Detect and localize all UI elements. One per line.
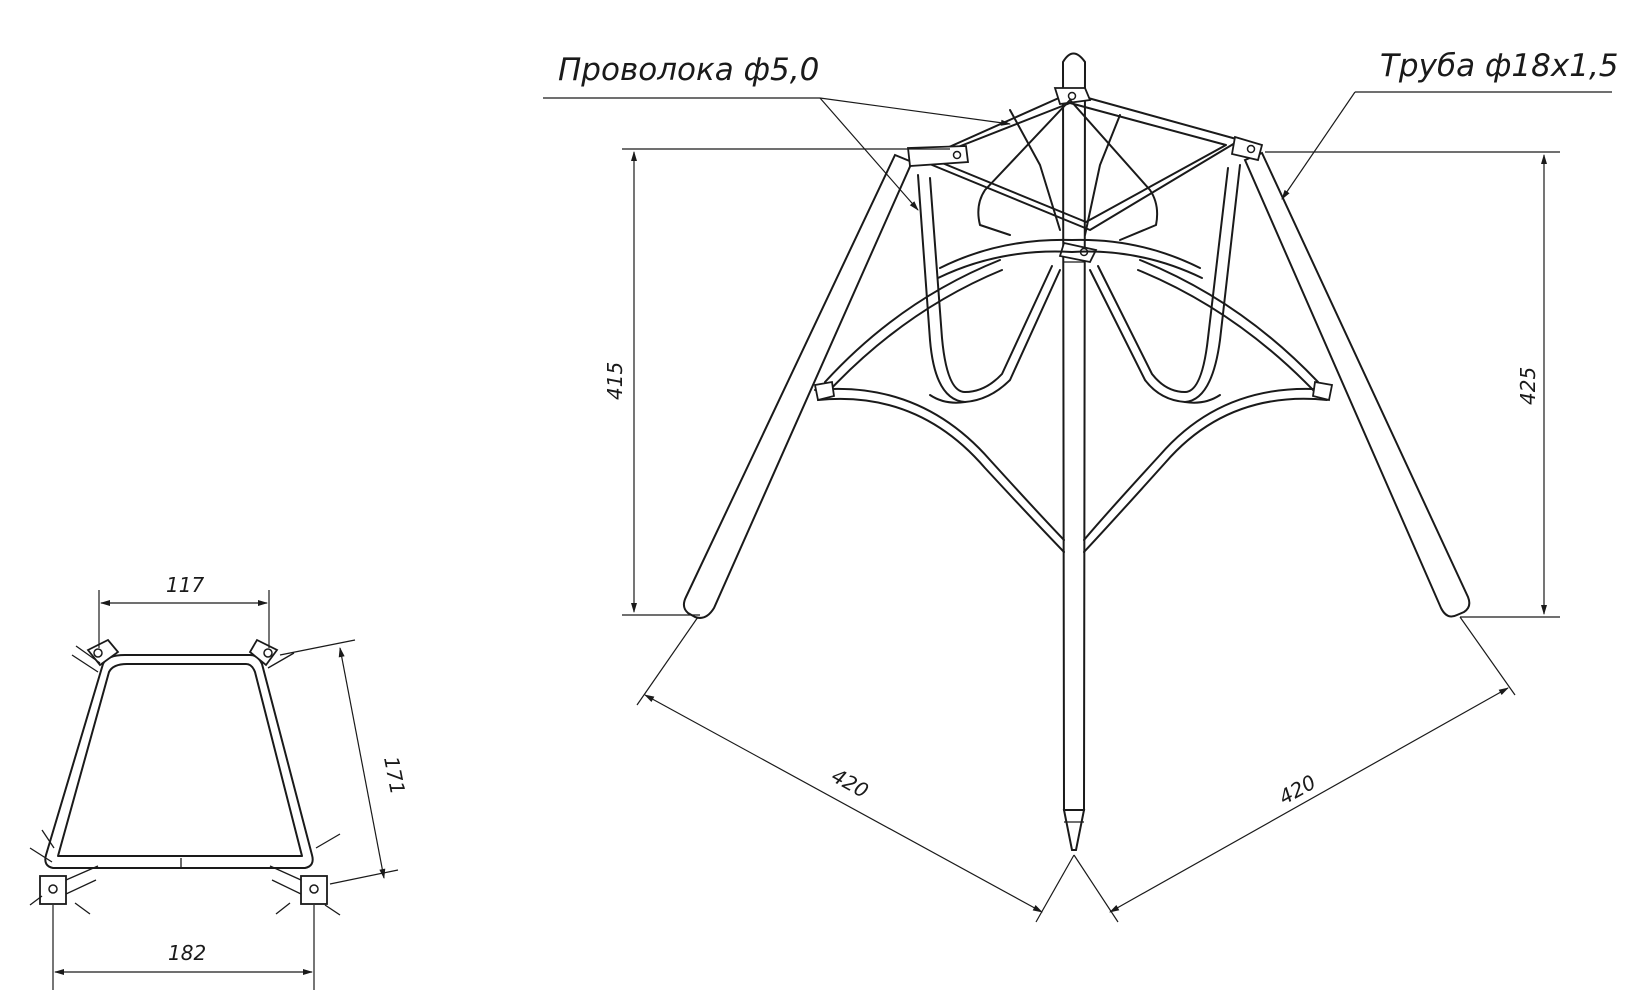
- dim-left-span: 420: [636, 616, 1075, 923]
- dim-right-height: 425: [1265, 151, 1560, 618]
- dim-right-span-label: 420: [1275, 770, 1320, 810]
- tripod-frame: [682, 52, 1471, 851]
- dim-right-height-label: 425: [1516, 367, 1540, 405]
- dim-top-width-label: 117: [166, 573, 204, 597]
- dim-bottom-width: 182: [52, 905, 315, 990]
- dim-bottom-width-label: 182: [168, 941, 206, 965]
- dim-right-span: 420: [1073, 616, 1516, 923]
- dim-top-width: 117: [98, 573, 270, 648]
- wire-leader: Проволока ф5,0: [543, 52, 1011, 211]
- dim-left-height: 415: [603, 148, 950, 616]
- dim-left-height-label: 415: [603, 362, 627, 400]
- wire-label: Проволока ф5,0: [558, 52, 819, 88]
- dim-left-span-label: 420: [828, 763, 873, 803]
- tube-leader: Труба ф18х1,5: [1281, 48, 1619, 200]
- side-view-frame: [29, 638, 341, 916]
- tube-label: Труба ф18х1,5: [1380, 48, 1619, 84]
- dim-side-length-label: 171: [379, 754, 410, 796]
